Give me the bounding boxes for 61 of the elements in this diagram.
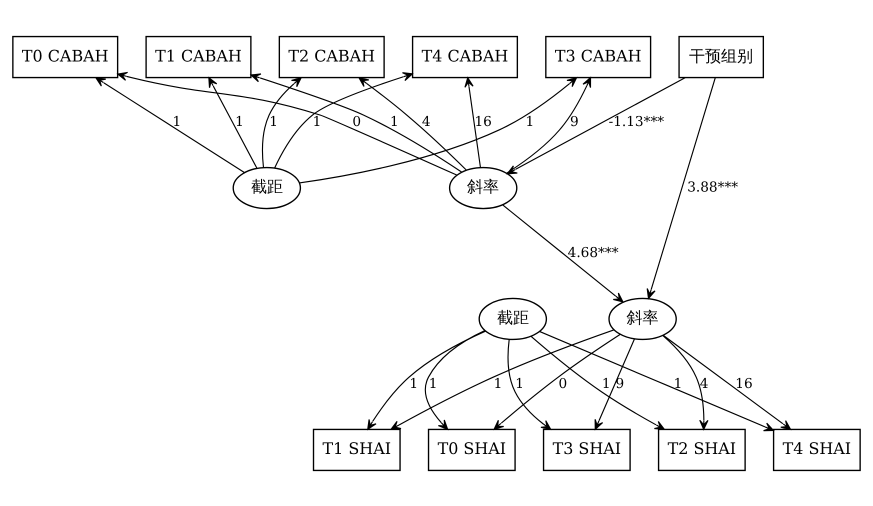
edge-label: 1 <box>494 375 502 392</box>
arrow <box>262 76 302 167</box>
edge-label: 1 <box>390 114 399 130</box>
node-box: T2 CABAH <box>278 35 385 78</box>
edge-label: 0 <box>352 114 362 130</box>
arrow <box>390 328 614 430</box>
edge-label: 3.88*** <box>687 179 738 196</box>
arrow <box>594 338 635 430</box>
node-box: T1 CABAH <box>145 35 252 78</box>
node-ellipse: 截距 <box>232 166 302 209</box>
arrow <box>508 338 552 430</box>
arrow <box>662 334 792 430</box>
arrow <box>367 330 486 430</box>
arrow <box>208 76 258 168</box>
arrow <box>494 333 621 430</box>
edge-label: 1 <box>526 114 534 130</box>
node-ellipse: 斜率 <box>608 297 677 340</box>
node-box: T4 SHAI <box>772 428 861 471</box>
edge-label: 1 <box>515 375 524 392</box>
node-box: 干预组别 <box>678 35 764 78</box>
arrow <box>424 330 486 430</box>
arrow <box>502 204 624 302</box>
arrow <box>299 76 578 184</box>
node-box: T2 SHAI <box>658 428 746 471</box>
arrow <box>506 76 592 174</box>
edge-label: 4 <box>700 375 708 392</box>
arrow <box>662 334 709 430</box>
edge-label: -1.13*** <box>608 114 664 130</box>
arrow <box>250 72 462 172</box>
arrow <box>506 76 686 174</box>
edge-label: 1 <box>235 114 244 130</box>
arrow <box>530 336 665 430</box>
node-ellipse: 截距 <box>478 297 548 340</box>
arrow <box>358 76 467 170</box>
node-box: T1 SHAI <box>312 428 401 471</box>
arrow <box>117 71 458 176</box>
edge-label: 1 <box>602 375 611 392</box>
node-ellipse: 斜率 <box>448 166 518 209</box>
edge-label: 1 <box>409 375 418 392</box>
edge-label: 16 <box>474 114 492 130</box>
edge-label: 16 <box>735 375 753 392</box>
edge-label: 9 <box>616 375 624 392</box>
edge-label: 1 <box>312 114 322 130</box>
edge-label: 0 <box>558 375 568 392</box>
edge-label: 1 <box>674 375 682 392</box>
node-box: T0 CABAH <box>12 35 118 78</box>
edge-label: 1 <box>428 375 438 392</box>
edge-label: 1 <box>172 114 182 130</box>
arrow <box>646 77 716 299</box>
arrow <box>274 72 413 168</box>
arrow <box>464 76 482 168</box>
edge-label: 9 <box>570 114 579 130</box>
arrow <box>95 76 245 173</box>
node-box: T3 SHAI <box>542 428 631 471</box>
edge-label: 1 <box>269 114 278 130</box>
node-box: T0 SHAI <box>428 428 516 471</box>
node-box: T3 CABAH <box>545 35 652 78</box>
arrow <box>540 330 774 431</box>
node-box: T4 CABAH <box>412 35 518 78</box>
edge-label: 4.68*** <box>568 244 619 261</box>
edge-label: 4 <box>422 114 431 130</box>
